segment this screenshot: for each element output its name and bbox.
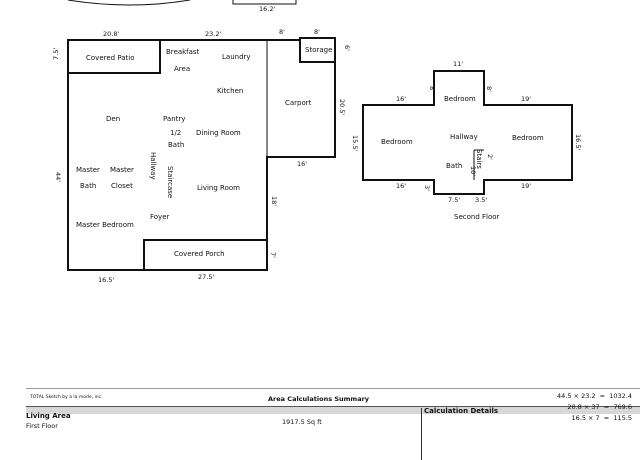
dim-2f-left: 15.5' [351,135,359,151]
room-breakfast-area: Area [174,65,190,73]
dim-2f-3-5: 3.5' [475,196,487,204]
room-2f-bath: Bath [446,162,462,170]
summary-header-bar [26,406,640,414]
dim-carport-side: 20.5' [338,99,346,115]
dim-2f-7-5: 7.5' [448,196,460,204]
dim-2f-16-bottom: 16' [396,182,406,190]
summary-title: Area Calculations Summary [268,395,370,403]
calc-line-1: 44.5 × 23.2 = 1032.4 [557,392,632,400]
room-covered-porch: Covered Porch [174,250,225,258]
room-master-closet-2: Closet [111,182,133,190]
room-2f-bedroom-top: Bedroom [444,95,476,103]
first-floor-row-label: First Floor [26,422,58,430]
room-covered-patio: Covered Patio [86,54,135,62]
room-storage: Storage [305,46,332,54]
room-2f-bedroom-left: Bedroom [381,138,413,146]
dim-2f-stairs-10: 10' [469,166,477,176]
summary-divider [26,388,640,389]
room-kitchen: Kitchen [217,87,243,95]
room-laundry: Laundry [222,53,251,61]
dim-bottom-left: 16.5' [98,276,114,284]
first-floor-area-value: 1917.5 Sq ft [282,418,322,426]
dim-carport-bottom: 16' [297,160,307,168]
room-pantry: Pantry [163,115,185,123]
dim-2f-8-right: 8' [485,86,493,92]
room-master-closet-1: Master [110,166,134,174]
dim-patio-side: 7.5' [52,48,60,60]
dim-right-side: 18' [270,196,278,206]
dim-patio-top: 20.8' [103,30,119,38]
room-master-bedroom: Master Bedroom [76,221,134,229]
room-hallway-1f: Hallway [149,152,157,180]
dim-2f-stairs-2: 2' [486,154,494,160]
dim-top-mid: 23.2' [205,30,221,38]
calculation-details-header: Calculation Details [424,407,499,415]
room-carport: Carport [285,99,312,107]
room-foyer: Foyer [150,213,170,221]
calc-line-2: 20.8 × 37 = 769.6 [567,403,632,411]
room-breakfast: Breakfast [166,48,200,56]
dim-2f-right: 16.5' [574,134,582,150]
living-area-header: Living Area [26,412,71,420]
first-floor-plan: 20.8' 23.2' 8' 8' 7.5' 6' 20.5' 16' 44' … [52,28,351,284]
room-half-bath: Bath [168,141,184,149]
room-master-bath-2: Bath [80,182,96,190]
dim-2f-19-bottom: 19' [521,182,531,190]
dim-2f-16-top: 16' [396,95,406,103]
room-master-bath-1: Master [76,166,100,174]
dim-2f-8-left: 8' [428,86,436,92]
dim-bottom-right: 27.5' [198,273,214,281]
room-2f-bedroom-right: Bedroom [512,134,544,142]
room-living-room: Living Room [197,184,240,192]
room-2f-hallway: Hallway [450,133,478,141]
column-separator [421,408,422,460]
dim-2f-3: 3' [423,185,431,191]
dim-top-8b: 8' [314,28,320,36]
room-dining-room: Dining Room [196,129,241,137]
area-calculations-summary: TOTAL Sketch by a la mode, inc. Area Cal… [0,388,640,460]
room-den: Den [106,115,120,123]
second-floor-caption: Second Floor [454,213,500,221]
dim-2f-19-top: 19' [521,95,531,103]
dim-porch-side: 7' [269,252,277,258]
calc-line-3: 16.5 × 7 = 115.5 [571,414,632,422]
floor-plan-drawing: 16.2' 20.8' 23.2' 8' 8' 7.5' 6' 20.5' 16… [52,0,582,284]
dim-left-side: 44' [54,172,62,182]
room-staircase: Staircase [166,166,174,198]
room-2f-stairs: Stairs [475,149,483,169]
dim-top-cutoff: 16.2' [259,5,275,13]
dim-2f-top: 11' [453,60,463,68]
dim-storage-side: 6' [343,45,351,51]
room-half-bath-num: 1/2 [170,129,181,137]
dim-top-8a: 8' [279,28,285,36]
software-credit: TOTAL Sketch by a la mode, inc. [30,395,103,400]
second-floor-plan: 11' 8' 8' 16' 19' 15.5' 16.5' 2' 10' 16'… [351,60,582,221]
